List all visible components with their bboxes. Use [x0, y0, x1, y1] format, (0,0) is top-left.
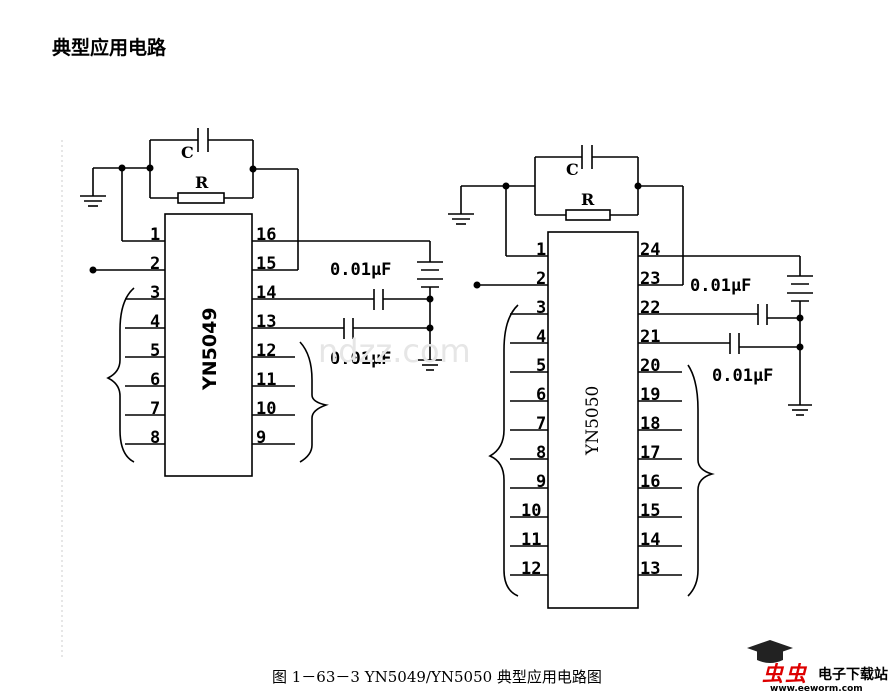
chip2-cap-value-bottom: 0.01μF [712, 366, 773, 386]
pin-label: 13 [256, 312, 276, 332]
pin-label: 11 [256, 370, 276, 390]
pin-label: 15 [256, 254, 276, 274]
pin-label: 18 [640, 414, 660, 434]
pin-label: 6 [536, 385, 546, 405]
figure-caption: 图 1－63－3 YN5049/YN5050 典型应用电路图 [272, 668, 602, 686]
pin-label: 16 [640, 472, 660, 492]
yn5049-chip-body [164, 213, 253, 477]
chip2-right-pins: 24 23 22 21 20 19 18 17 16 15 14 13 [640, 240, 660, 579]
pin-label: 7 [150, 399, 160, 419]
pin-label: 1 [150, 225, 160, 245]
brand-url: www.eeworm.com [770, 684, 863, 694]
pin-label: 14 [256, 283, 276, 303]
pin-label: 8 [150, 428, 160, 448]
pin-label: 2 [536, 269, 546, 289]
chip1-cap-value-top: 0.01μF [330, 260, 391, 280]
pin-label: 7 [536, 414, 546, 434]
pin-label: 12 [256, 341, 276, 361]
chip2-cap-label: C [566, 160, 579, 179]
pin-label: 4 [536, 327, 546, 347]
pin-label: 10 [256, 399, 276, 419]
chip1-cap-label: C [181, 143, 194, 162]
pin-label: 1 [536, 240, 546, 260]
chip2-res-label: R [581, 190, 595, 209]
pin-label: 2 [150, 254, 160, 274]
pin-label: 22 [640, 298, 660, 318]
pin-label: 23 [640, 269, 660, 289]
pin-label: 3 [536, 298, 546, 318]
brand-logo: 虫虫 [762, 662, 808, 686]
pin-label: 6 [150, 370, 160, 390]
pin-label: 10 [521, 501, 541, 521]
pin-label: 9 [536, 472, 546, 492]
pin-label: 15 [640, 501, 660, 521]
pin-label: 9 [256, 428, 266, 448]
pin-label: 5 [150, 341, 160, 361]
chip2-left-pins: 1 2 3 4 5 6 7 8 9 10 11 12 [521, 240, 546, 579]
yn5050-chip-body [547, 231, 639, 609]
pin-label: 19 [640, 385, 660, 405]
pin-label: 4 [150, 312, 160, 332]
pin-label: 8 [536, 443, 546, 463]
mortarboard-icon [747, 640, 793, 663]
chip1-name: YN5049 [199, 307, 221, 391]
pin-label: 20 [640, 356, 660, 376]
center-watermark: ndzz.com [318, 332, 471, 370]
pin-label: 13 [640, 559, 660, 579]
pin-label: 12 [521, 559, 541, 579]
brand-name: 电子下载站 [818, 667, 888, 683]
pin-label: 24 [640, 240, 660, 260]
chip1-right-pins: 16 15 14 13 12 11 10 9 [256, 225, 276, 448]
chip1-cap-value-bottom: 0.01μF [330, 349, 391, 369]
pin-label: 3 [150, 283, 160, 303]
chip1-res-label: R [195, 173, 209, 192]
pin-label: 11 [521, 530, 541, 550]
chip2-name: YN5050 [583, 386, 603, 456]
chip2-cap-value-top: 0.01μF [690, 276, 751, 296]
page-title: 典型应用电路 [52, 37, 167, 59]
pin-label: 17 [640, 443, 660, 463]
chip1-left-pins: 1 2 3 4 5 6 7 8 [150, 225, 160, 448]
pin-label: 5 [536, 356, 546, 376]
pin-label: 16 [256, 225, 276, 245]
pin-label: 14 [640, 530, 660, 550]
pin-label: 21 [640, 327, 660, 347]
